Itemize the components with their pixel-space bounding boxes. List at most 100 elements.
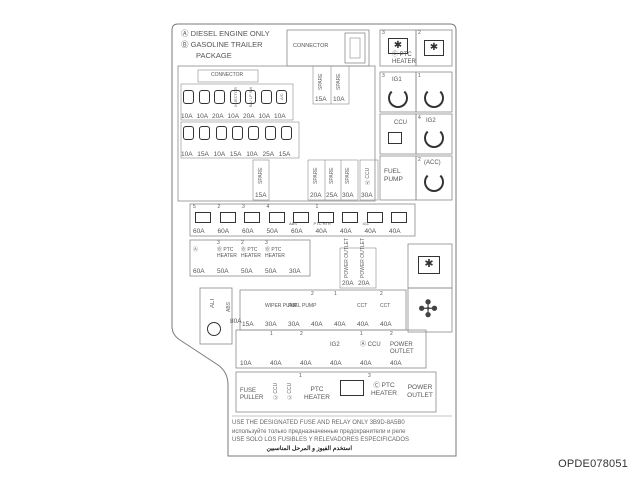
fuse-amp: 30A	[265, 321, 277, 328]
relay-number: 4	[418, 115, 421, 121]
fuse-amp: 40A	[357, 321, 369, 328]
power-outlet-label: POWER OUTLET	[407, 384, 433, 399]
fuse-label: POWER OUTLET	[390, 342, 414, 355]
spare-amp: 10A	[333, 96, 345, 103]
fuse-amp: 40A	[315, 228, 328, 235]
warning-russian: используйте только предназначенные предо…	[232, 428, 406, 435]
fuse-icon	[317, 212, 334, 223]
mini-fuse-icon	[198, 90, 210, 104]
fuse-number: 3	[217, 240, 220, 246]
fuse-label: IG1	[362, 221, 369, 226]
fuse-amp: 40A	[330, 360, 342, 367]
fuse-number: 2	[217, 204, 221, 210]
fan-icon: ✣	[418, 296, 439, 323]
ptc-heater-label-2: Ⓒ PTC HEATER	[371, 382, 397, 397]
fuse-number: 1	[315, 204, 319, 210]
fuel-pump-label: FUEL PUMP	[384, 168, 403, 183]
fuse-label: B/U LP SW	[248, 86, 253, 108]
ccu-fuse-label: Ⓒ CCU	[273, 382, 279, 400]
fuse-number: 2	[390, 331, 393, 337]
fuse-amp: 15A	[229, 151, 242, 158]
fuse-amp: 50A	[217, 268, 229, 275]
relay-number: 3	[368, 373, 371, 379]
fuse-label: PTC HTR	[313, 221, 331, 226]
fuse-amp: 50A	[266, 228, 279, 235]
fuse-amp: 25A	[262, 151, 275, 158]
fuse-amp: 20A	[342, 280, 354, 287]
relay-number: 1	[418, 73, 421, 79]
fuse-icon	[244, 212, 260, 223]
warning-english: USE THE DESIGNATED FUSE AND RELAY ONLY 3…	[232, 420, 405, 426]
fuse-number: 1	[334, 291, 337, 297]
relay-number: 3	[382, 30, 385, 36]
alternator-icon	[207, 322, 221, 336]
ccu-fuse-label: Ⓒ CCU	[287, 382, 293, 400]
figure-code: OPDE078051	[558, 458, 628, 470]
acc-label: (ACC)	[424, 160, 441, 166]
fuse-icon	[293, 212, 309, 223]
spare-amp: 20A	[310, 192, 322, 199]
fuse-amp: 40A	[364, 228, 377, 235]
mini-fuse-icon	[231, 126, 243, 140]
spare-fuse-label: SPARE	[318, 73, 324, 91]
relay-coil-icon	[388, 88, 408, 108]
fuse-amp: 10A	[258, 113, 271, 120]
relay-number: 3	[382, 73, 385, 79]
fuse-amp: 40A	[389, 228, 401, 235]
fuse-icon	[391, 212, 407, 223]
fuse-amp: 10A	[240, 360, 252, 367]
mini-fuse-icon	[215, 126, 227, 140]
fuse-amp: 20A	[243, 113, 255, 120]
mini-fuse-icon	[183, 126, 194, 140]
gasoline-trailer-note: Ⓑ GASOLINE TRAILER	[181, 40, 263, 49]
fuse-amp: 40A	[300, 360, 312, 367]
fuse-icon	[366, 212, 383, 223]
spare-amp: 15A	[315, 96, 327, 103]
fuse-label: IG2	[330, 342, 340, 348]
small-connector-label: CONNECTOR	[211, 72, 244, 78]
fuse-label: WIPER PUMP	[265, 303, 298, 309]
fuse-amp: 10A	[246, 151, 258, 158]
fuse-amp: 30A	[288, 321, 300, 328]
power-outlet-fuse-label: POWER OUTLET	[360, 237, 366, 278]
spare-fuse-label: SPARE	[329, 167, 335, 185]
fuse-amp: 30A	[289, 268, 301, 275]
fuse-amp: 20A	[358, 280, 370, 287]
mini-fuse-icon	[276, 90, 287, 104]
fuse-label: ABS	[289, 221, 298, 226]
alt-label: ALT	[210, 297, 216, 309]
fuse-amp: 60A	[291, 228, 303, 235]
fuse-warning-text: USE THE DESIGNATED FUSE AND RELAY ONLY 3…	[232, 419, 450, 453]
mini-fuse-icon	[199, 126, 211, 140]
fuse-number: 4	[266, 204, 270, 210]
fuse-number: 2	[300, 331, 303, 337]
fuse-label: INJECTOR	[232, 87, 238, 107]
ptc-heater-label: Ⓒ PTC HEATER	[392, 52, 416, 65]
ccu-amp: 30A	[361, 192, 373, 199]
fuse-amp: 10A	[181, 151, 193, 158]
fuse-icon	[342, 212, 358, 223]
abs-label: ABS	[226, 302, 232, 313]
ig1-label: IG1	[392, 77, 402, 83]
spare-fuse-label: SPARE	[313, 167, 319, 185]
connector-label: CONNECTOR	[293, 43, 329, 49]
ccu-mark: CCU	[394, 120, 407, 126]
fuse-amp: 40A	[340, 228, 352, 235]
mini-fuse-icon	[214, 90, 225, 104]
package-note: PACKAGE	[196, 51, 232, 60]
ptc-heater-label: PTC HEATER	[304, 386, 330, 401]
relay-number: 1	[299, 373, 302, 379]
fuse-amp: 10A	[227, 113, 240, 120]
fuse-amp: 15A	[278, 151, 291, 158]
spare-fuse-label: SPARE	[336, 73, 342, 91]
relay-icon: ✱	[424, 40, 444, 56]
mini-fuse-icon	[229, 90, 241, 104]
fuse-amp: 20A	[212, 113, 224, 120]
warning-arabic: استخدم الفيوز و المرحل المناسبين	[266, 445, 353, 452]
fuse-amp: 60A	[193, 228, 205, 235]
spare-amp: 25A	[326, 192, 338, 199]
fuse-amp: 40A	[390, 360, 402, 367]
fuse-amp: 15A	[197, 151, 209, 158]
fuse-icon	[219, 212, 236, 223]
